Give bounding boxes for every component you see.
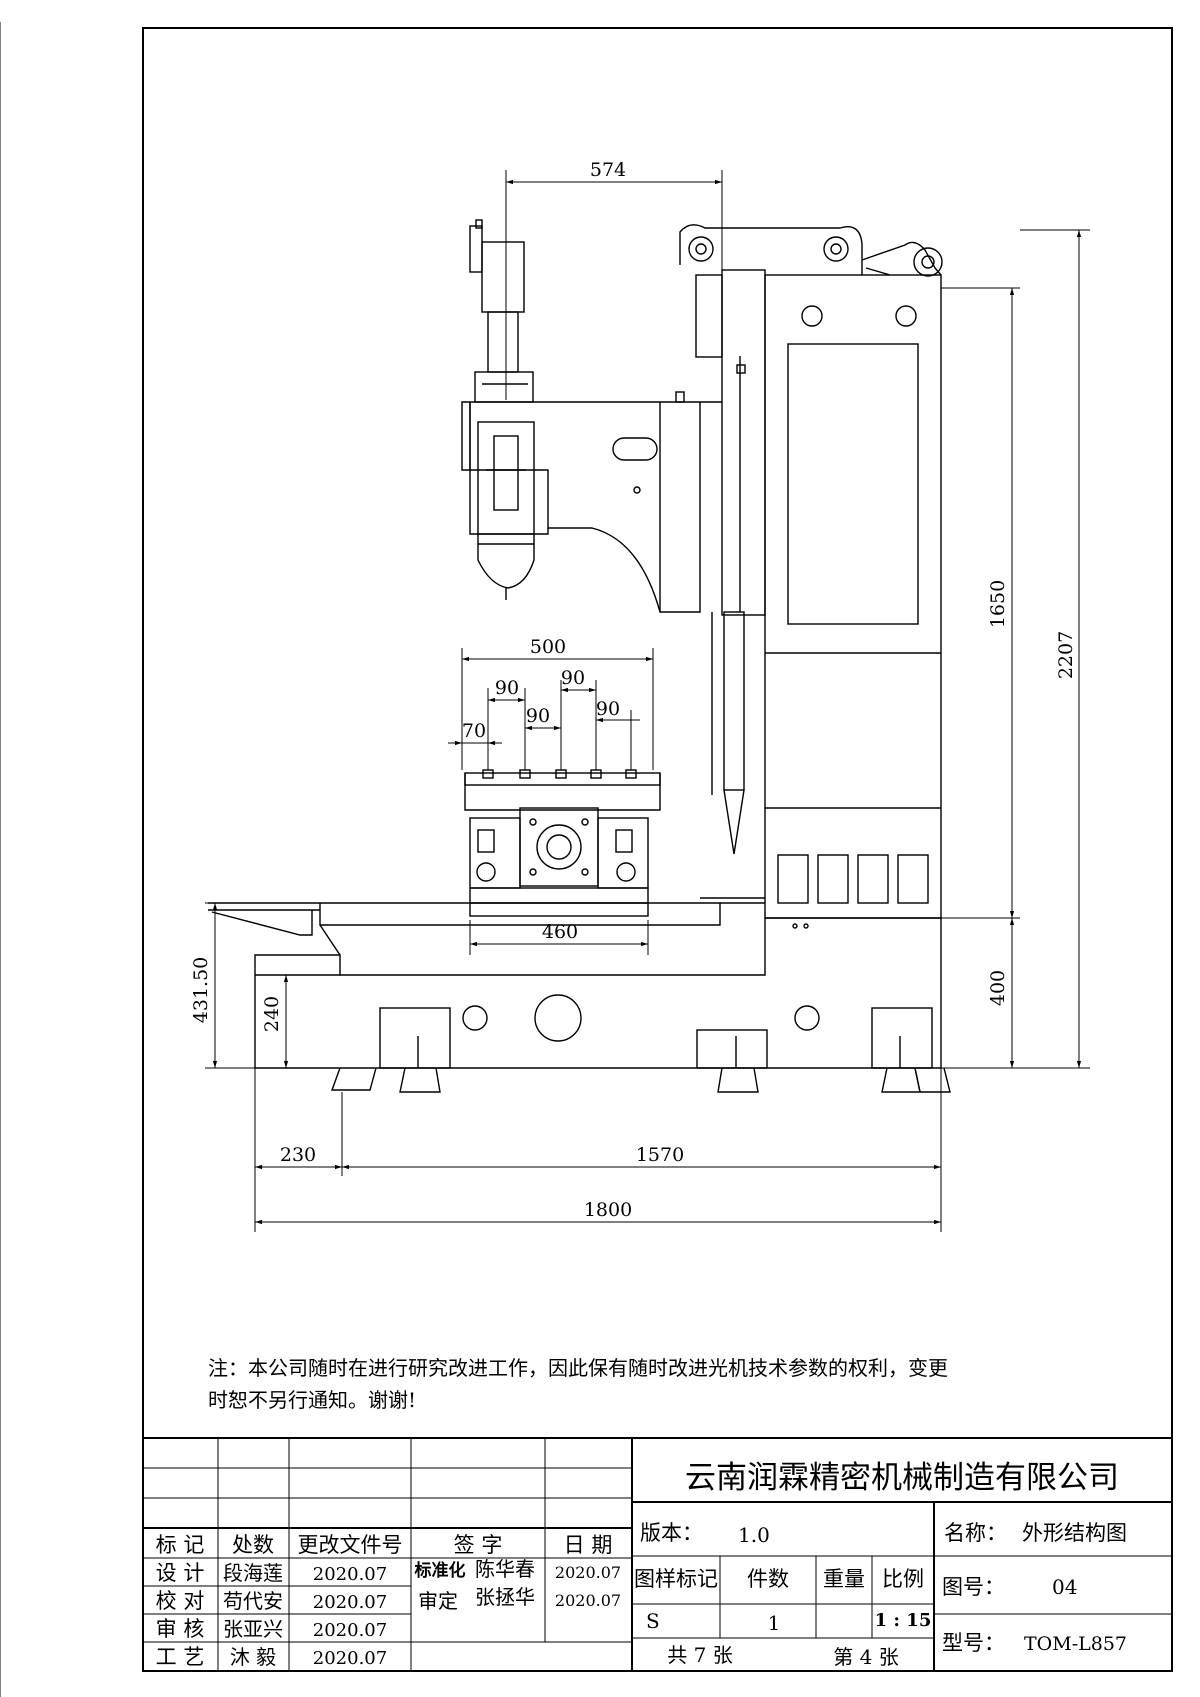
dim-1570: 1570 xyxy=(636,1144,684,1166)
scale-label: 比例 xyxy=(882,1567,924,1591)
dim-90-c: 90 xyxy=(526,705,550,727)
person-process: 沐 毅 xyxy=(230,1645,276,1669)
dim-1650: 1650 xyxy=(987,580,1009,628)
dimension-lines xyxy=(205,170,1090,1232)
rev-header-sign: 签 字 xyxy=(454,1533,503,1557)
dim-500: 500 xyxy=(530,636,566,658)
total-sheets: 共 7 张 xyxy=(667,1643,732,1667)
dim-70: 70 xyxy=(462,720,486,742)
role-review: 审 核 xyxy=(156,1617,205,1641)
dim-1800: 1800 xyxy=(584,1199,632,1221)
role-approve: 审定 xyxy=(418,1589,458,1613)
person-review: 张亚兴 xyxy=(223,1617,283,1641)
name-label: 名称： xyxy=(944,1521,1007,1545)
quantity-label: 件数 xyxy=(747,1567,789,1591)
dim-240: 240 xyxy=(261,996,283,1032)
drawing-no-label: 图号： xyxy=(942,1575,1005,1599)
rev-header-mark: 标 记 xyxy=(156,1533,205,1557)
dim-90-a: 90 xyxy=(495,677,519,699)
version-label: 版本： xyxy=(640,1521,703,1545)
rev-header-docno: 更改文件号 xyxy=(298,1533,403,1557)
spindle-head xyxy=(469,401,701,613)
dimension-labels: 574 500 90 90 90 90 70 460 1650 2207 400… xyxy=(190,159,1077,1221)
weight-label: 重量 xyxy=(823,1567,865,1591)
column-body xyxy=(764,274,942,919)
disclaimer-note: 注：本公司随时在进行研究改进工作，因此保有随时改进光机技术参数的权利，变更 时恕… xyxy=(208,1352,1088,1416)
outer-frame xyxy=(142,27,1173,1672)
machine-drawing xyxy=(208,219,951,1093)
date-process: 2020.07 xyxy=(313,1648,387,1669)
dim-230: 230 xyxy=(280,1144,316,1166)
work-table xyxy=(464,772,661,786)
dim-90-d: 90 xyxy=(596,698,620,720)
date-design: 2020.07 xyxy=(313,1564,387,1585)
company-name: 云南润霖精密机械制造有限公司 xyxy=(685,1460,1119,1496)
dim-2207: 2207 xyxy=(1055,631,1077,679)
quantity-value: 1 xyxy=(768,1611,781,1635)
dim-460: 460 xyxy=(542,921,578,943)
date-approve: 2020.07 xyxy=(555,1591,621,1610)
machine-base xyxy=(254,917,942,1069)
dim-574: 574 xyxy=(590,159,626,181)
scale-value: 1 : 15 xyxy=(875,1610,932,1631)
role-check: 校 对 xyxy=(156,1589,205,1613)
note-line-1: 注：本公司随时在进行研究改进工作，因此保有随时改进光机技术参数的权利，变更 xyxy=(208,1356,948,1380)
sheet-number: 第 4 张 xyxy=(833,1645,898,1669)
title-block-text: 云南润霖精密机械制造有限公司 标 记 处数 更改文件号 签 字 日 期 设 计 … xyxy=(156,1460,1127,1669)
title-block xyxy=(142,1437,1173,1672)
date-standard: 2020.07 xyxy=(555,1563,621,1582)
sample-value: S xyxy=(646,1609,660,1633)
role-standard: 标准化 xyxy=(415,1560,466,1581)
version-value: 1.0 xyxy=(738,1523,770,1547)
sample-mark-label: 图样标记 xyxy=(634,1567,718,1591)
column-window xyxy=(787,343,919,625)
model-label: 型号： xyxy=(942,1631,1005,1655)
role-design: 设 计 xyxy=(156,1561,205,1585)
dim-400: 400 xyxy=(987,970,1009,1006)
date-check: 2020.07 xyxy=(313,1592,387,1613)
name-value: 外形结构图 xyxy=(1022,1521,1127,1545)
rev-header-date: 日 期 xyxy=(564,1533,613,1557)
person-design: 段海莲 xyxy=(223,1561,283,1585)
drawing-no-value: 04 xyxy=(1052,1575,1077,1599)
note-line-2: 时恕不另行通知。谢谢! xyxy=(208,1388,417,1412)
dim-90-b: 90 xyxy=(561,667,585,689)
dim-431-50: 431.50 xyxy=(190,957,212,1023)
rev-header-count: 处数 xyxy=(232,1533,274,1557)
role-process: 工 艺 xyxy=(156,1645,205,1669)
person-approve: 张拯华 xyxy=(475,1585,535,1609)
person-standard: 陈华春 xyxy=(475,1557,535,1581)
model-value: TOM-L857 xyxy=(1024,1633,1127,1655)
date-review: 2020.07 xyxy=(313,1620,387,1641)
person-check: 苟代安 xyxy=(223,1589,283,1613)
